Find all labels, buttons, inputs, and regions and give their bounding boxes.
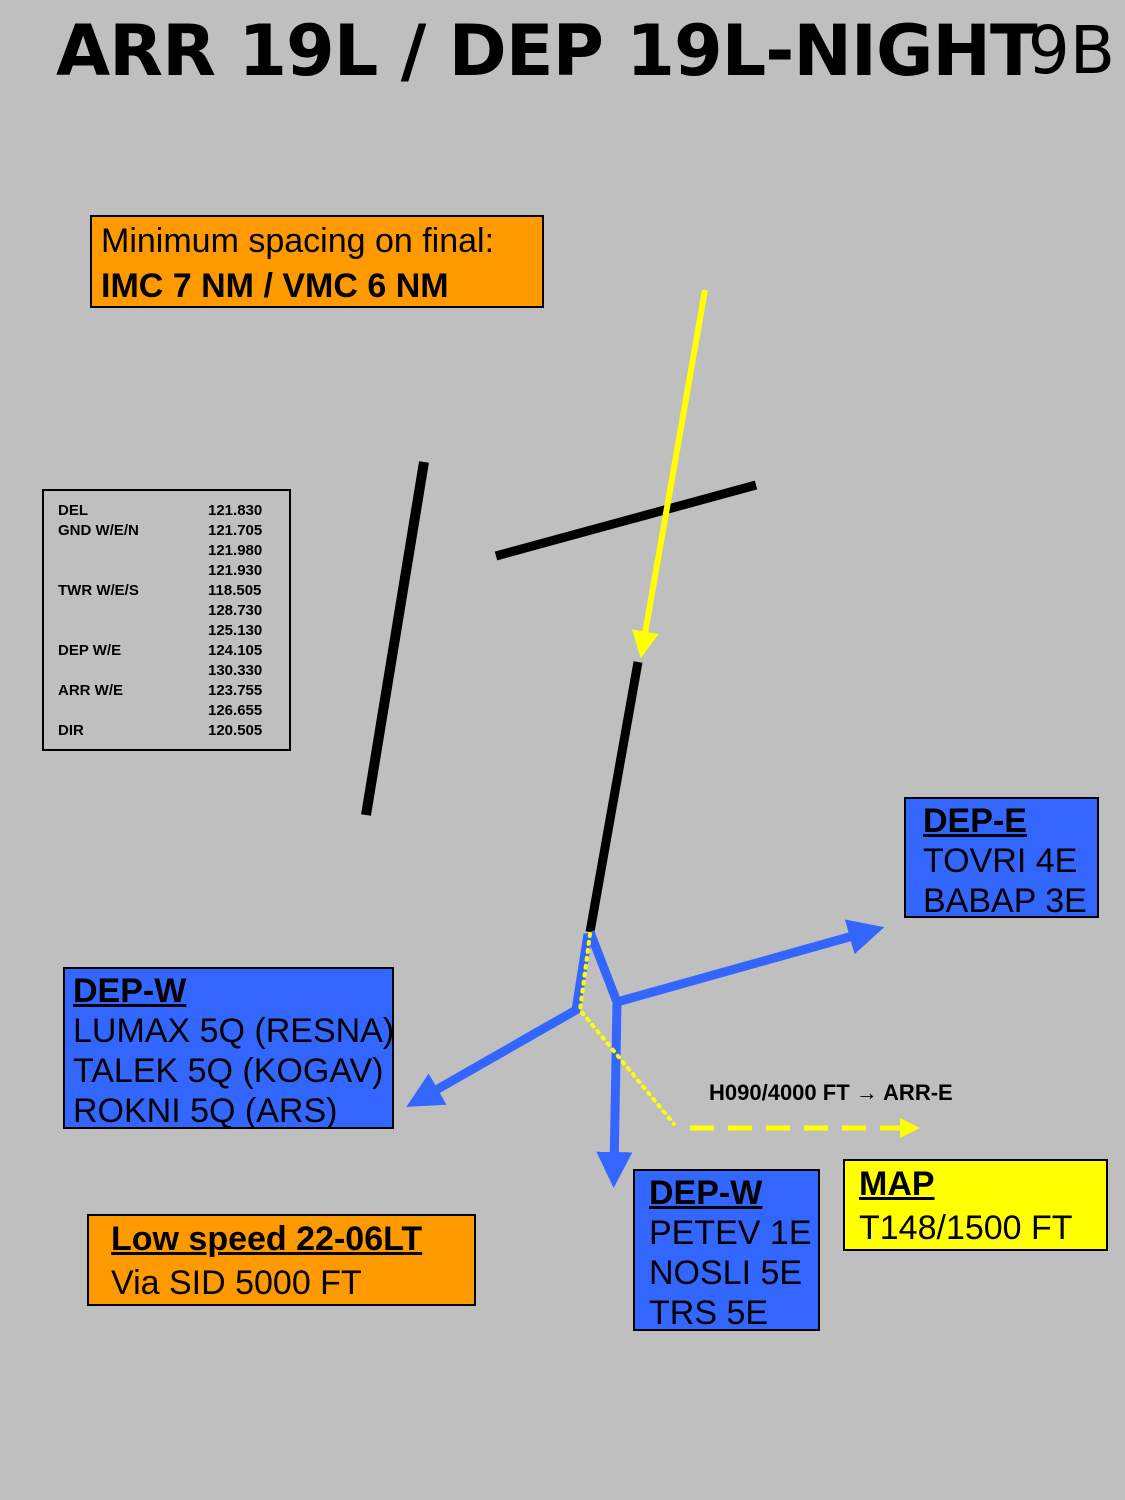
dep-west-route [406, 933, 593, 1107]
frequency-value: 118.505 [208, 582, 262, 599]
frequency-value: 130.330 [208, 662, 263, 679]
dep-west-heading: DEP-W [73, 972, 187, 1010]
frequency-label: DIR [58, 722, 84, 739]
low-speed-line: Via SID 5000 FT [111, 1264, 362, 1302]
frequency-row: 128.730 [58, 601, 289, 621]
frequency-value: 125.130 [208, 622, 263, 639]
dep-east-line: TOVRI 4E [923, 842, 1078, 880]
frequency-label: TWR W/E/S [58, 582, 139, 599]
frequency-value: 124.105 [208, 642, 263, 659]
frequency-label: ARR W/E [58, 682, 123, 699]
runway-19l [585, 661, 643, 933]
frequency-value: 121.705 [208, 522, 263, 539]
spacing-box: Minimum spacing on final: IMC 7 NM / VMC… [90, 215, 544, 308]
frequency-label [58, 561, 208, 581]
dep-east-heading: DEP-E [923, 802, 1027, 840]
dep-south-route [596, 1001, 633, 1188]
page-title: ARR 19L / DEP 19L-NIGHT [56, 10, 1038, 92]
frequency-value: 128.730 [208, 602, 263, 619]
frequency-row: 125.130 [58, 621, 289, 641]
runway-west [361, 461, 429, 816]
map-line: T148/1500 FT [859, 1209, 1073, 1247]
frequency-label [58, 701, 208, 721]
map-heading: MAP [859, 1165, 935, 1203]
dep-west-line: ROKNI 5Q (ARS) [73, 1092, 338, 1130]
spacing-line-1: Minimum spacing on final: [101, 222, 495, 260]
arr-east-note: H090/4000 FT → ARR-E [709, 1080, 953, 1105]
frequency-table: DEL 121.830 GND W/E/N 121.705 121.980 121.… [42, 489, 291, 751]
frequency-value: 121.830 [208, 502, 263, 519]
missed-approach-dotted [577, 932, 676, 1126]
frequency-label: DEP W/E [58, 642, 122, 659]
dep-east-route [585, 919, 885, 1007]
page-code: 9B [1027, 12, 1115, 89]
frequency-label [58, 601, 208, 621]
frequency-label [58, 541, 208, 561]
frequency-value: 123.755 [208, 682, 263, 699]
low-speed-heading: Low speed 22-06LT [111, 1220, 423, 1258]
spacing-line-2: IMC 7 NM / VMC 6 NM [101, 267, 449, 305]
frequency-label [58, 621, 208, 641]
frequency-value: 120.505 [208, 722, 263, 739]
frequency-row: 130.330 [58, 661, 289, 681]
dep-south-heading: DEP-W [649, 1174, 763, 1212]
dep-west-box: DEP-W LUMAX 5Q (RESNA) TALEK 5Q (KOGAV) … [63, 967, 395, 1130]
map-box: MAP T148/1500 FT [843, 1159, 1108, 1251]
frequency-row: 121.930 [58, 561, 289, 581]
frequency-row: TWR W/E/S 118.505 [58, 581, 289, 601]
frequency-label: DEL [58, 502, 88, 519]
frequency-value: 121.930 [208, 562, 263, 579]
frequency-row: DEL 121.830 [58, 501, 289, 521]
runway-crosswind [494, 480, 758, 561]
low-speed-box: Low speed 22-06LT Via SID 5000 FT [87, 1214, 476, 1306]
frequency-row: DEP W/E 124.105 [58, 641, 289, 661]
dep-south-box: DEP-W PETEV 1E NOSLI 5E TRS 5E [633, 1169, 820, 1332]
dep-west-line: LUMAX 5Q (RESNA) [73, 1012, 395, 1050]
frequency-row: 121.980 [58, 541, 289, 561]
frequency-row: GND W/E/N 121.705 [58, 521, 289, 541]
dep-east-box: DEP-E TOVRI 4E BABAP 3E [904, 797, 1099, 920]
dep-west-line: TALEK 5Q (KOGAV) [73, 1052, 384, 1090]
frequency-value: 121.980 [208, 542, 263, 559]
frequency-label [58, 661, 208, 681]
frequency-row: 126.655 [58, 701, 289, 721]
dep-south-line: PETEV 1E [649, 1214, 812, 1252]
arrival-final-arrow [632, 289, 708, 659]
dep-south-line: TRS 5E [649, 1294, 769, 1332]
frequency-row: ARR W/E 123.755 [58, 681, 289, 701]
frequency-label: GND W/E/N [58, 522, 139, 539]
frequency-value: 126.655 [208, 702, 263, 719]
dep-south-line: NOSLI 5E [649, 1254, 803, 1292]
dep-east-line: BABAP 3E [923, 882, 1087, 920]
frequency-row: DIR 120.505 [58, 721, 289, 741]
